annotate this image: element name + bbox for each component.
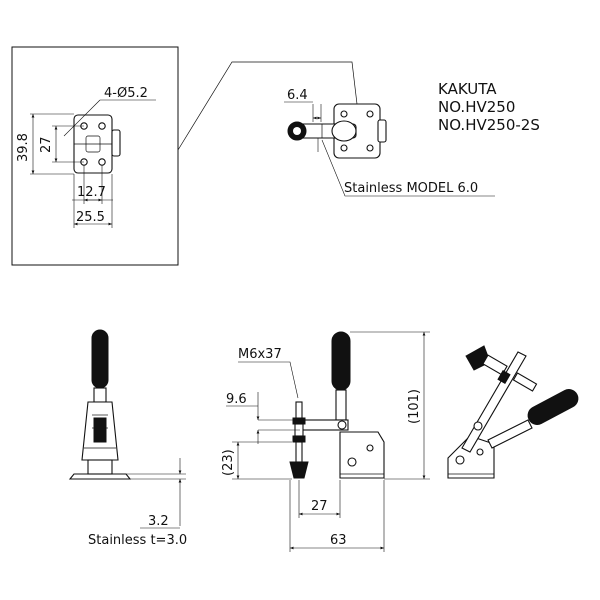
base-detail-view: 4-Ø5.2 39.8 27 12.7 25.5 <box>11 46 358 266</box>
open-arm <box>461 351 527 453</box>
dim-label-23: (23) <box>221 449 236 476</box>
front-handle-grip <box>91 329 109 389</box>
dim-label-63: 63 <box>330 533 347 548</box>
dim-label-25-5: 25.5 <box>76 210 105 225</box>
front-base-plate <box>68 459 132 480</box>
dim-label-27-vertical: 27 <box>39 136 54 153</box>
dim-label-3-2: 3.2 <box>148 514 169 529</box>
detail-leader <box>177 61 358 151</box>
dim-label-101: (101) <box>407 389 422 424</box>
open-handle-grip <box>527 389 579 425</box>
model-number-2: NO.HV250-2S <box>438 116 540 134</box>
front-end-view: 3.2 Stainless t=3.0 <box>68 329 187 548</box>
hole-callout-leader <box>63 99 101 137</box>
detail-frame <box>11 46 179 266</box>
dim-label-6-4: 6.4 <box>287 88 308 103</box>
front-clamp-body <box>81 401 119 461</box>
model-number-1: NO.HV250 <box>438 98 515 116</box>
title-block: KAKUTA NO.HV250 NO.HV250-2S <box>438 80 540 134</box>
stainless-thickness-note: Stainless t=3.0 <box>88 533 187 548</box>
side-spindle <box>289 401 309 479</box>
open-spindle <box>465 345 538 392</box>
open-base-body <box>447 435 495 479</box>
top-plan-view: 6.4 Stainless MODEL 6.0 <box>284 88 495 197</box>
plan-spindle-head <box>287 121 307 141</box>
side-elevation-view: M6x37 9.6 (23) (101) 27 63 <box>221 331 430 552</box>
stainless-model-leader <box>321 139 495 197</box>
side-handle-bar <box>335 389 347 421</box>
dim-label-27-horizontal: 27 <box>311 499 328 514</box>
dim-label-m6x37: M6x37 <box>238 347 282 362</box>
m6x37-leader <box>238 361 299 399</box>
hole-callout-label: 4-Ø5.2 <box>104 86 148 101</box>
open-handle <box>487 389 579 449</box>
dim-label-9-6: 9.6 <box>226 392 247 407</box>
maker-name: KAKUTA <box>438 80 497 98</box>
side-base-body <box>339 431 385 479</box>
spindle-rubber-tip <box>289 461 309 479</box>
dim-label-12-7: 12.7 <box>77 185 106 200</box>
side-handle-grip <box>331 331 351 391</box>
stainless-model-note: Stainless MODEL 6.0 <box>344 181 478 196</box>
open-position-view <box>447 345 579 479</box>
base-plate-outline <box>73 114 121 174</box>
dim-label-39-8: 39.8 <box>16 133 31 162</box>
plan-arm <box>299 120 357 142</box>
